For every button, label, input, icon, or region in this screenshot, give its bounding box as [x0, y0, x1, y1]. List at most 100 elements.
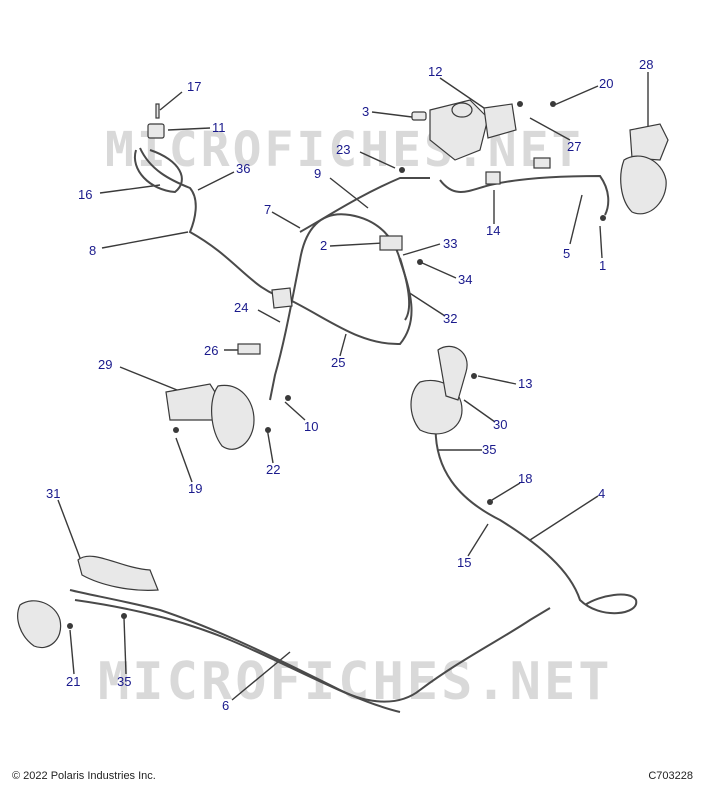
callout-29: 29	[98, 357, 113, 372]
bolt-21	[67, 623, 73, 629]
brake-line-rear-lower	[74, 599, 401, 713]
leader-23	[359, 151, 396, 169]
callout-20: 20	[599, 76, 614, 91]
brake-hose-loop	[133, 149, 183, 194]
leader-32	[407, 291, 446, 317]
bolt-19	[173, 427, 179, 433]
fitting-23	[399, 167, 405, 173]
leader-29	[119, 366, 183, 393]
callout-19: 19	[188, 481, 203, 496]
junction-block-33	[379, 235, 403, 251]
leader-30	[463, 399, 496, 423]
callout-23: 23	[336, 142, 351, 157]
leader-7	[271, 211, 301, 229]
copyright-text: © 2022 Polaris Industries Inc.	[12, 770, 156, 782]
callout-3: 3	[362, 104, 370, 119]
screw-17	[155, 103, 160, 119]
callout-8: 8	[89, 243, 97, 258]
callout-24: 24	[234, 300, 249, 315]
callout-9: 9	[314, 166, 322, 181]
leader-11	[167, 127, 211, 131]
leader-1	[599, 225, 603, 259]
leader-27	[529, 117, 571, 141]
leader-33	[402, 243, 441, 256]
leader-17	[159, 91, 183, 111]
leader-8	[101, 231, 189, 249]
bolt-13	[471, 373, 477, 379]
shield-31	[77, 555, 159, 591]
leader-2	[329, 242, 384, 247]
callout-17: 17	[187, 79, 202, 94]
caliper-front-left	[211, 384, 255, 450]
callout-15: 15	[457, 555, 472, 570]
callout-31: 31	[46, 486, 61, 501]
leader-31	[57, 499, 81, 559]
callout-7: 7	[264, 202, 272, 217]
clip-35	[121, 613, 127, 619]
leader-18	[491, 482, 521, 501]
bolt-top	[517, 101, 523, 107]
bolt-34	[417, 259, 423, 265]
brake-line-rear	[69, 589, 551, 703]
master-cylinder	[429, 99, 489, 161]
fitting-27	[533, 157, 551, 169]
connector-3	[411, 111, 427, 121]
leader-21	[69, 629, 75, 675]
watermark-bottom: MICROFICHES.NET	[98, 652, 613, 712]
leader-36	[197, 171, 235, 191]
leader-34	[419, 261, 457, 279]
leader-9	[329, 177, 369, 209]
bracket-14	[485, 171, 501, 185]
shield-30	[437, 345, 468, 401]
callout-22: 22	[266, 462, 281, 477]
shield-28	[629, 123, 669, 161]
callout-32: 32	[443, 311, 458, 326]
leader-6	[231, 651, 291, 701]
leader-35b	[123, 617, 127, 675]
callout-21: 21	[66, 674, 81, 689]
brake-line-front	[139, 147, 413, 401]
leader-20	[551, 85, 599, 107]
callout-30: 30	[493, 417, 508, 432]
bolt-22	[265, 427, 271, 433]
brake-line-junction	[399, 257, 411, 321]
bracket-24	[271, 287, 293, 309]
callout-4: 4	[598, 486, 606, 501]
callout-11: 11	[212, 120, 226, 135]
brake-line-rear-right	[434, 419, 638, 615]
callout-13: 13	[518, 376, 533, 391]
callout-36: 36	[236, 161, 251, 176]
callout-1: 1	[599, 258, 607, 273]
callout-28: 28	[639, 57, 654, 72]
callout-2: 2	[320, 238, 328, 253]
callout-14: 14	[486, 223, 501, 238]
leader-22	[266, 427, 274, 464]
callout-6: 6	[222, 698, 230, 713]
bolt-20	[550, 101, 556, 107]
leader-15	[467, 523, 489, 557]
callout-12: 12	[428, 64, 443, 79]
leader-10	[284, 401, 306, 421]
brake-line-upper	[299, 177, 430, 233]
diagram-code: C703228	[648, 770, 693, 782]
bracket-26	[237, 343, 261, 355]
caliper-front-right	[620, 155, 667, 215]
leader-25	[339, 333, 347, 357]
brake-line-right	[439, 174, 610, 216]
callout-33: 33	[443, 236, 458, 251]
clip-18	[487, 499, 493, 505]
callout-5: 5	[563, 246, 571, 261]
leader-5	[569, 194, 583, 245]
callout-35-left: 35	[117, 674, 132, 689]
clip-11	[147, 123, 165, 139]
callout-34: 34	[458, 272, 473, 287]
leader-4	[529, 495, 599, 541]
reservoir-12	[483, 103, 517, 139]
callout-18: 18	[518, 471, 533, 486]
callout-10: 10	[304, 419, 319, 434]
leader-12	[439, 77, 485, 109]
callout-26: 26	[204, 343, 219, 358]
leader-19	[175, 437, 193, 483]
